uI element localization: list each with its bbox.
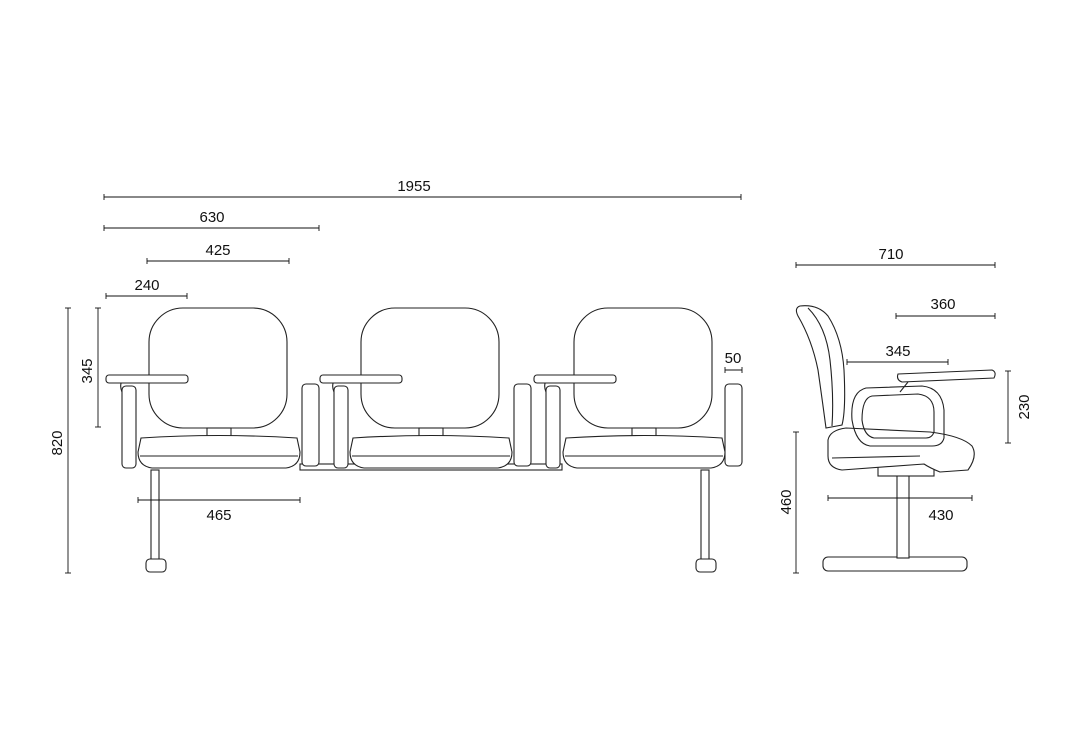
dim-seat-width: 465 (137, 497, 301, 524)
dim-label: 630 (199, 209, 224, 226)
dim-seat-depth-upper: 345 (846, 343, 949, 365)
side-seat (827, 427, 975, 473)
dim-tablet-depth: 360 (895, 296, 996, 319)
dim-label: 345 (885, 343, 910, 360)
dim-seat-height: 460 (778, 431, 799, 574)
front-seat-3 (533, 307, 743, 469)
dim-label: 430 (928, 507, 953, 524)
front-seat-2 (319, 307, 532, 469)
dim-label: 820 (49, 430, 66, 455)
front-leg-left (145, 469, 167, 573)
dim-armrest-height: 230 (1005, 370, 1033, 444)
dim-overall-depth: 710 (795, 246, 996, 268)
dim-label: 710 (878, 246, 903, 263)
side-view: 710 360 345 230 460 (778, 246, 1033, 574)
dim-label: 465 (206, 507, 231, 524)
dim-label: 1955 (397, 178, 430, 195)
dim-overall-width: 1955 (103, 178, 742, 200)
dim-label: 240 (134, 277, 159, 294)
dim-label: 360 (930, 296, 955, 313)
side-tablet (896, 369, 996, 383)
front-leg-right (695, 469, 717, 573)
side-backrest (795, 305, 846, 429)
dim-backrest-height: 345 (79, 307, 101, 428)
dim-label: 345 (79, 358, 96, 383)
dim-label: 460 (778, 489, 795, 514)
side-base (822, 556, 968, 572)
dim-tablet-width: 240 (105, 277, 188, 299)
dim-backrest-width: 425 (146, 242, 290, 264)
dim-seat-pitch: 630 (103, 209, 320, 231)
side-column (896, 469, 910, 559)
dim-label: 425 (205, 242, 230, 259)
dim-armrest-width: 50 (724, 350, 743, 373)
dim-seat-depth: 430 (827, 495, 973, 524)
dim-overall-height: 820 (49, 307, 71, 574)
side-armrest (851, 385, 945, 447)
front-view: 1955 630 425 240 345 (49, 178, 743, 574)
dim-label: 50 (725, 350, 742, 367)
dim-label: 230 (1016, 394, 1033, 419)
front-seat-1 (105, 307, 320, 469)
